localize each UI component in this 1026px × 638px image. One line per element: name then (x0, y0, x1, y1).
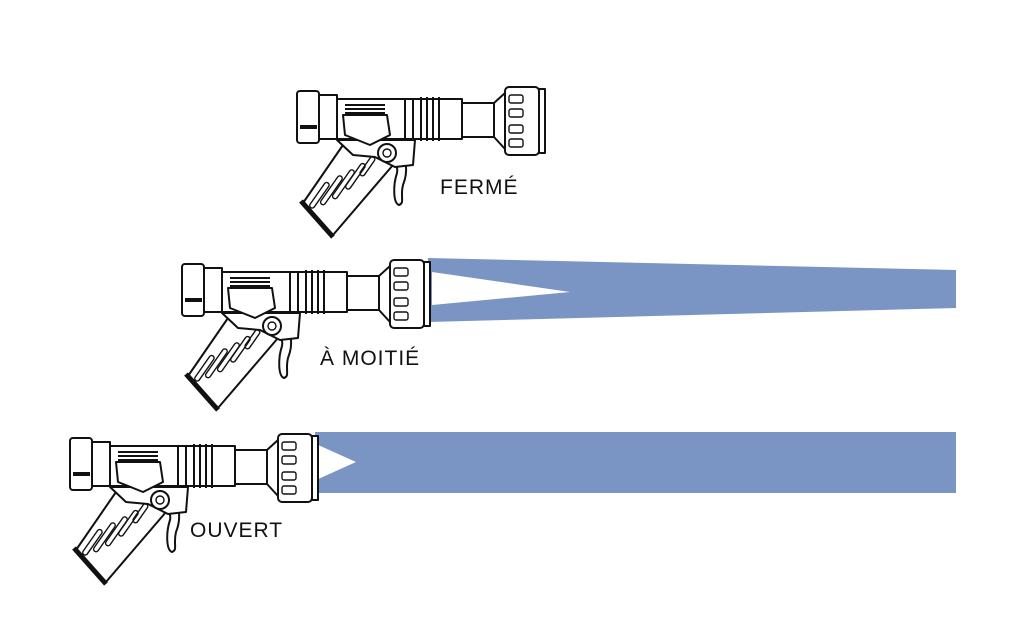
nozzle-full-open (70, 434, 318, 584)
label-full-open: OUVERT (190, 519, 284, 542)
spray-half-open (428, 258, 956, 322)
spray-full-open (315, 432, 956, 493)
nozzle-closed (297, 87, 545, 237)
nozzle-half-open (182, 260, 430, 410)
spray-half-open-core (432, 272, 570, 305)
label-half-open: À MOITIÉ (320, 347, 421, 370)
spray-full-open-core (316, 444, 356, 480)
label-closed: FERMÉ (440, 176, 519, 199)
